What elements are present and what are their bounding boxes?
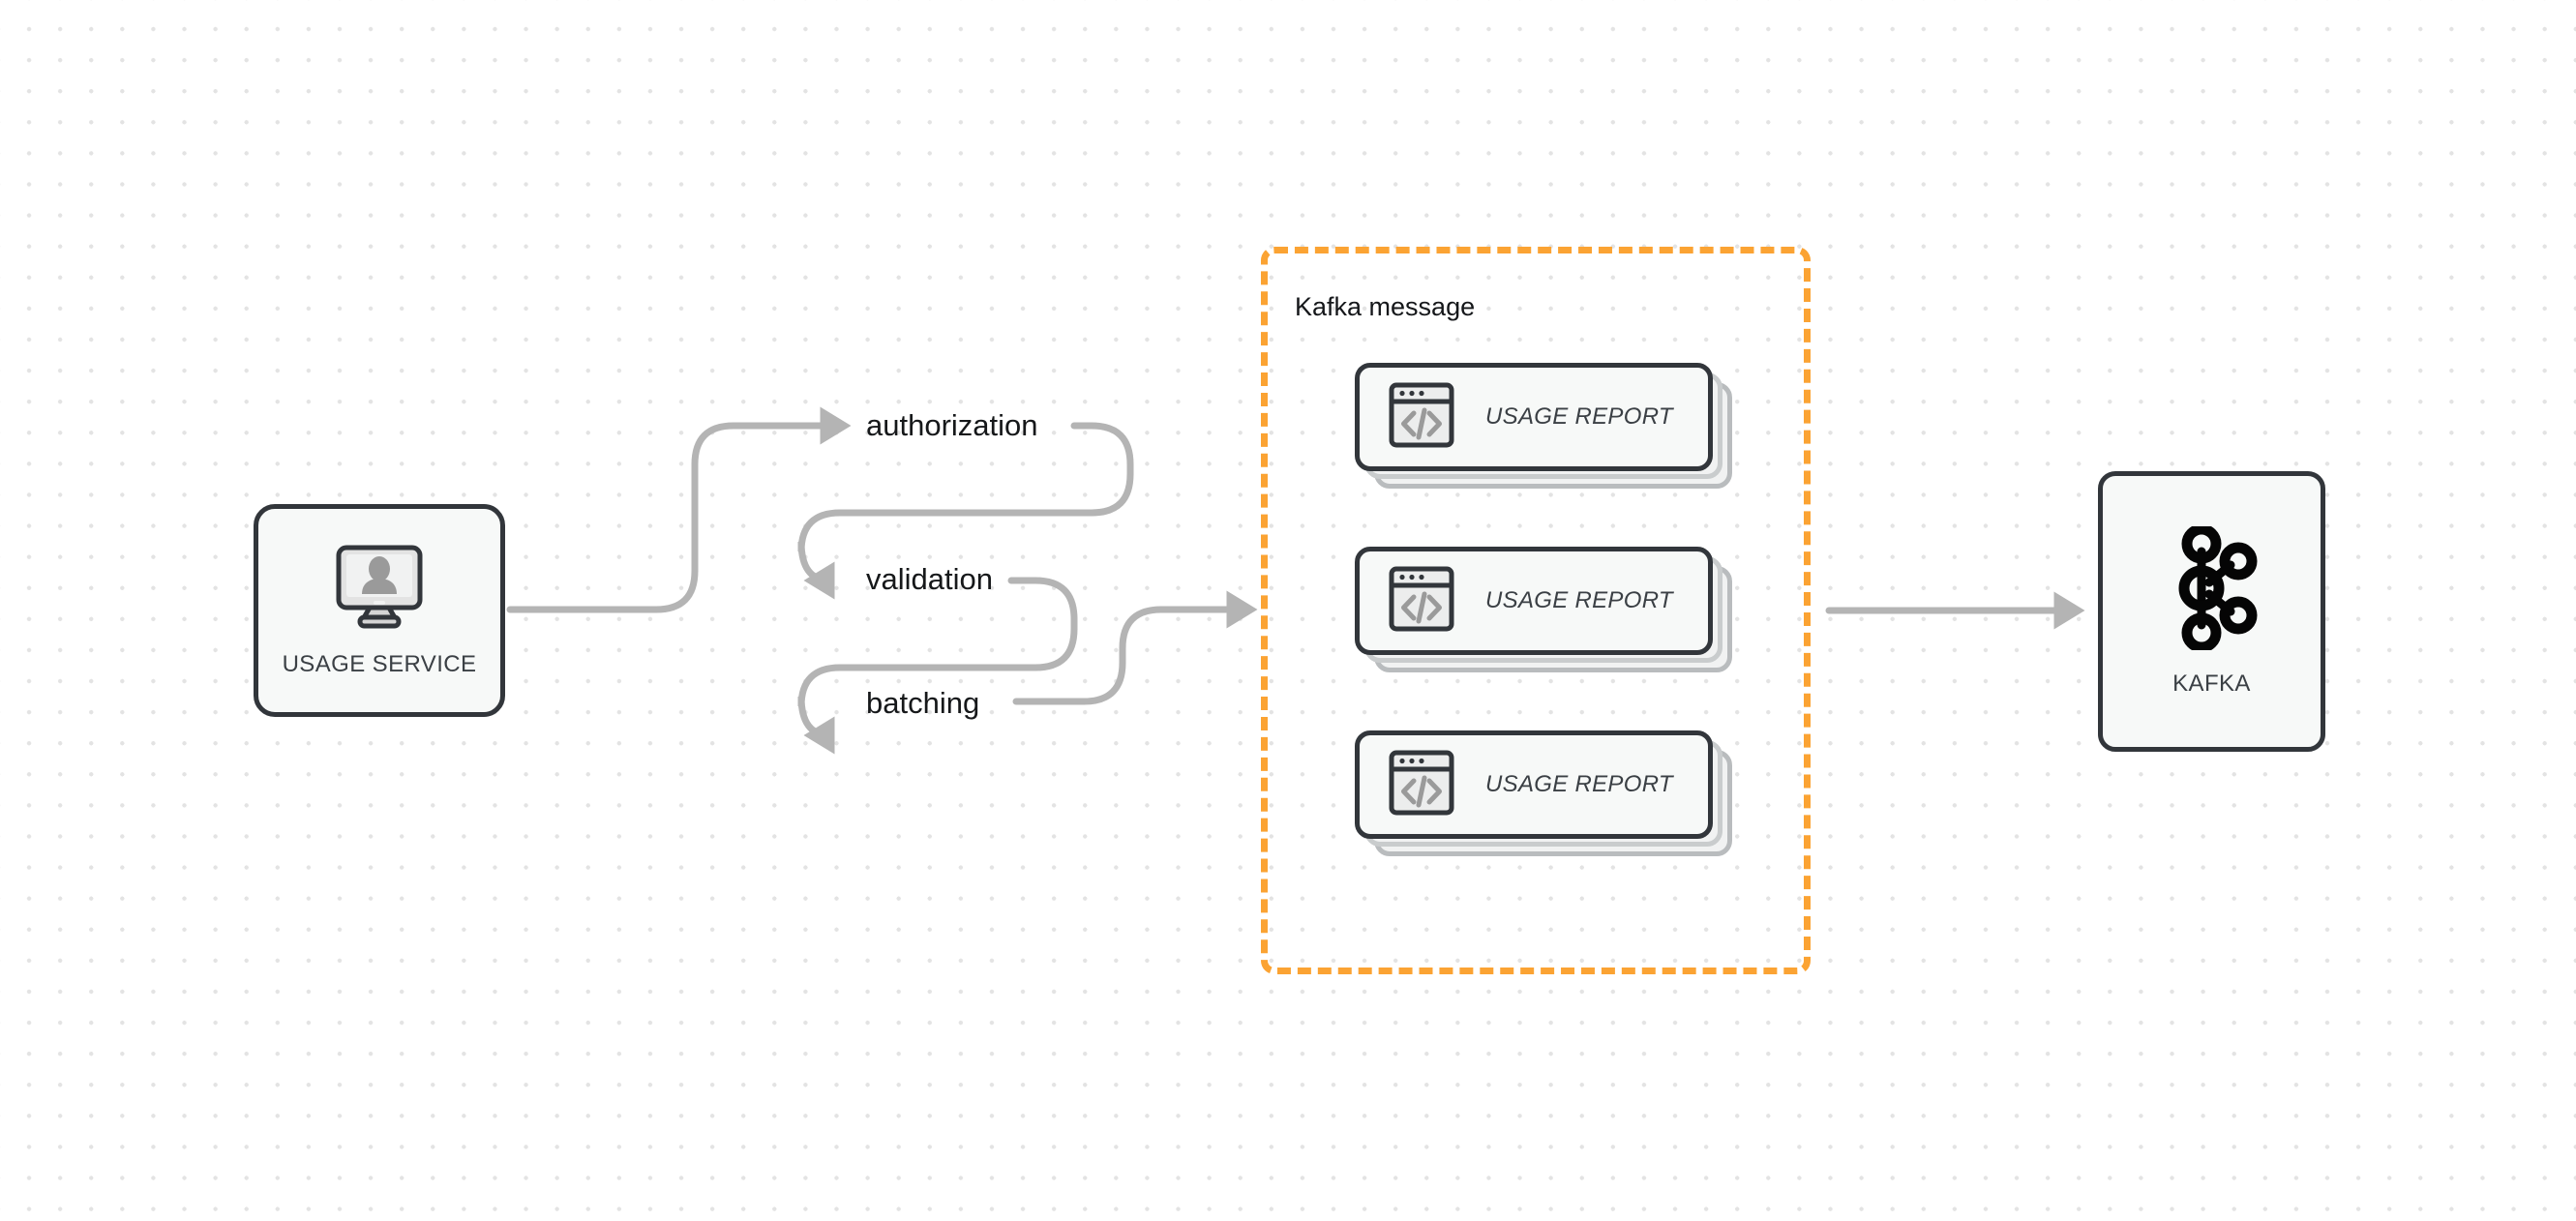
code-window-icon: [1389, 382, 1454, 453]
kafka-label: KAFKA: [2172, 670, 2251, 697]
usage-report-card[interactable]: USAGE REPORT: [1355, 547, 1732, 672]
node-usage-service[interactable]: USAGE SERVICE: [254, 504, 505, 717]
card-face[interactable]: USAGE REPORT: [1355, 363, 1713, 471]
card-face[interactable]: USAGE REPORT: [1355, 547, 1713, 655]
usage-report-label: USAGE REPORT: [1485, 587, 1673, 613]
step-label-validation[interactable]: validation: [866, 562, 993, 596]
edge-authorization-to-validation: [797, 422, 1134, 600]
usage-report-label: USAGE REPORT: [1485, 771, 1673, 797]
node-kafka[interactable]: KAFKA: [2098, 471, 2325, 752]
usage-report-card[interactable]: USAGE REPORT: [1355, 363, 1732, 489]
step-label-authorization[interactable]: authorization: [866, 408, 1038, 442]
code-window-icon: [1389, 566, 1454, 637]
usage-service-label: USAGE SERVICE: [282, 650, 477, 677]
edge-usage-service-to-authorization: [506, 406, 852, 613]
monitor-user-icon: [333, 544, 426, 636]
usage-report-label: USAGE REPORT: [1485, 403, 1673, 430]
kafka-logo-icon: [2165, 523, 2260, 655]
card-face[interactable]: USAGE REPORT: [1355, 730, 1713, 839]
usage-report-card[interactable]: USAGE REPORT: [1355, 730, 1732, 856]
kafka-message-group-boundary[interactable]: [1261, 247, 1811, 974]
kafka-message-group-title: Kafka message: [1295, 292, 1476, 321]
step-label-batching[interactable]: batching: [866, 686, 980, 720]
edge-batching-to-kafka-message: [1012, 590, 1258, 705]
code-window-icon: [1389, 750, 1454, 820]
